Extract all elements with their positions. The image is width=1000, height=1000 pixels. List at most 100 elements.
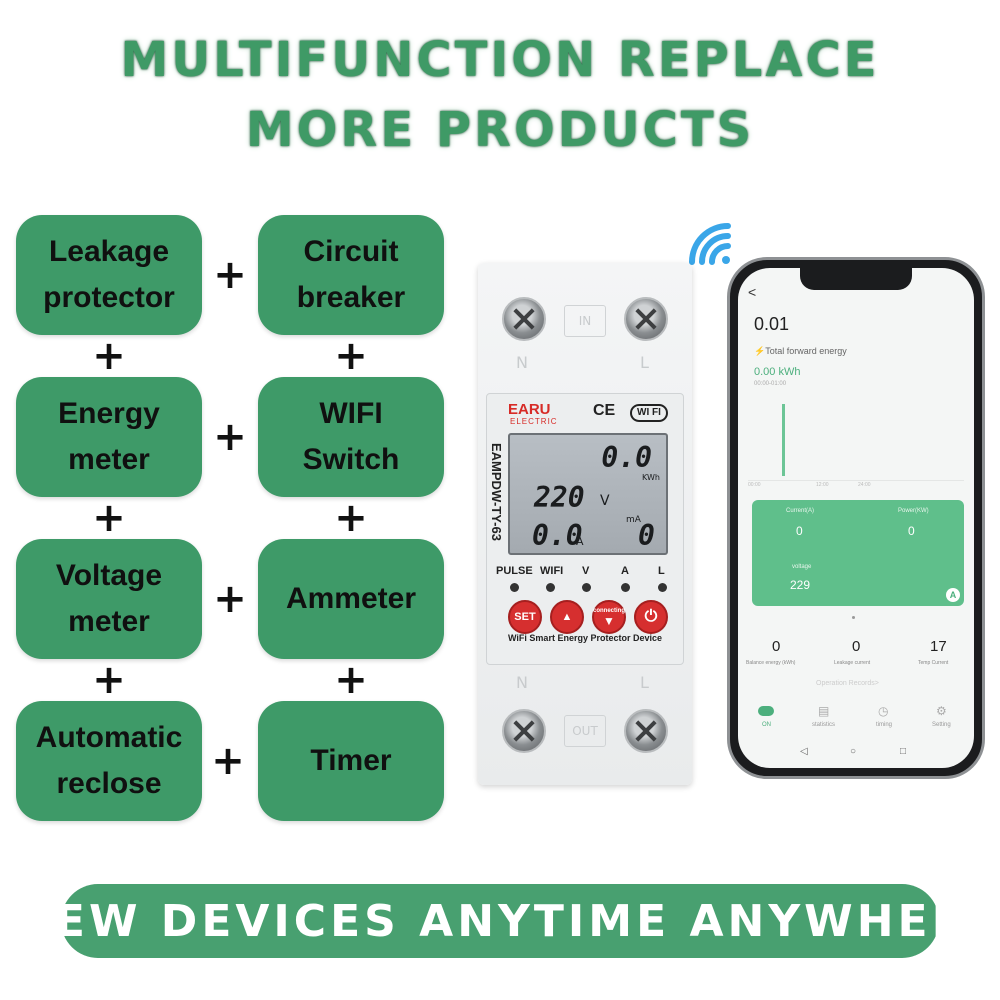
- plus-icon: +: [213, 576, 247, 622]
- power-button[interactable]: ⏻: [634, 600, 668, 634]
- up-button[interactable]: ▲: [550, 600, 584, 634]
- indicator-led: [546, 583, 555, 592]
- plus-icon: +: [213, 414, 247, 460]
- port-in-label: IN: [564, 305, 606, 337]
- indicator-led: [510, 583, 519, 592]
- indicator-led: [658, 583, 667, 592]
- plus-icon: +: [92, 495, 126, 541]
- stat-temp-label: Temp Current: [918, 660, 949, 666]
- feature-label: reclose: [56, 767, 162, 800]
- set-button[interactable]: SET: [508, 600, 542, 634]
- feature-label: meter: [68, 443, 150, 476]
- headline-line-2: MORE PRODUCTS: [245, 102, 755, 158]
- toggle-on-icon[interactable]: [758, 706, 774, 716]
- feature-label: meter: [68, 605, 150, 638]
- clock-icon[interactable]: ◷: [878, 704, 889, 718]
- device-caption: WiFi Smart Energy Protector Device: [508, 633, 662, 643]
- wifi-signal-icon: [689, 223, 731, 265]
- operation-records-link[interactable]: Operation Records>: [816, 680, 879, 687]
- lcd-current-value: 0.0: [532, 519, 583, 552]
- indicator-led: [582, 583, 591, 592]
- lcd-display: 0.0 KWh 220 V 0.0 A mA 0: [508, 433, 668, 555]
- plus-icon: +: [334, 495, 368, 541]
- plus-icon: +: [92, 657, 126, 703]
- connecting-button[interactable]: connecting ▼: [592, 600, 626, 634]
- gear-icon[interactable]: ⚙: [936, 704, 947, 718]
- stat-balance-value: 0: [772, 638, 781, 655]
- chart-axis: [748, 480, 964, 481]
- stat-balance-label: Balance energy (kWh): [746, 660, 796, 666]
- lightning-icon: ⚡: [754, 346, 766, 356]
- feature-label: Circuit: [303, 235, 399, 268]
- voltage-label: voltage: [792, 564, 812, 570]
- indicator-label-a: A: [621, 565, 629, 577]
- axis-tick: 00:00: [748, 482, 761, 488]
- time-range: 00:00-01:00: [754, 381, 787, 387]
- nav-statistics[interactable]: statistics: [812, 722, 836, 728]
- feature-label: Voltage: [55, 559, 163, 592]
- feature-label: Timer: [310, 744, 392, 777]
- phone-notch: [800, 268, 912, 290]
- plus-icon: +: [92, 333, 126, 379]
- feature-label: protector: [43, 281, 175, 314]
- total-energy-label: ⚡Total forward energy: [754, 346, 847, 357]
- axis-tick: 24:00: [858, 482, 871, 488]
- back-button[interactable]: <: [748, 284, 757, 300]
- lcd-leakage-value: 0: [638, 519, 655, 552]
- lcd-voltage-unit: V: [600, 493, 610, 509]
- brand-subtitle: ELECTRIC: [510, 417, 558, 426]
- plus-icon: +: [213, 252, 247, 298]
- android-back-icon[interactable]: ◁: [800, 746, 808, 757]
- lcd-leakage-unit: mA: [626, 515, 641, 525]
- terminal-label: L: [640, 353, 649, 372]
- feature-voltage-meter: Voltage meter: [16, 539, 202, 659]
- brand-logo: EARU: [508, 401, 551, 418]
- lcd-energy-unit: KWh: [642, 473, 660, 482]
- feature-leakage-protector: Leakage protector: [16, 215, 202, 335]
- power-label: Power(KW): [898, 508, 929, 514]
- plus-icon: +: [211, 738, 245, 784]
- bottom-banner: VIEW DEVICES ANYTIME ANYWHERE: [0, 884, 1000, 958]
- feature-ammeter: Ammeter: [258, 539, 444, 659]
- feature-automatic-reclose: Automatic reclose: [16, 701, 202, 821]
- android-recents-icon[interactable]: □: [900, 746, 907, 757]
- headline-line-1: MULTIFUNCTION REPLACE: [120, 32, 880, 88]
- chart-bar: [782, 404, 785, 476]
- feature-timer: Timer: [258, 701, 444, 821]
- plus-icon: +: [334, 657, 368, 703]
- stat-leakage-value: 0: [852, 638, 861, 655]
- lcd-energy-value: 0.0: [601, 441, 652, 474]
- axis-tick: 12:00: [816, 482, 829, 488]
- nav-on[interactable]: ON: [762, 722, 771, 728]
- screw-terminal-icon: [624, 709, 668, 753]
- android-home-icon[interactable]: ○: [850, 746, 857, 757]
- indicator-led: [621, 583, 630, 592]
- lcd-current-unit: A: [576, 535, 584, 548]
- feature-label: Switch: [302, 443, 400, 476]
- plus-icon: +: [334, 333, 368, 379]
- nav-timing[interactable]: timing: [876, 722, 893, 728]
- bottom-banner-text: VIEW DEVICES ANYTIME ANYWHERE: [0, 895, 1000, 947]
- feature-wifi-switch: WIFI Switch: [258, 377, 444, 497]
- pager-dot: [852, 616, 855, 619]
- voltage-value: 229: [790, 578, 811, 592]
- app-badge-icon: A: [946, 588, 960, 602]
- connecting-label: connecting: [593, 608, 626, 614]
- screw-terminal-icon: [502, 709, 546, 753]
- lcd-voltage-value: 220: [534, 481, 585, 514]
- statistics-icon[interactable]: ▤: [818, 704, 830, 718]
- feature-label: Leakage: [48, 235, 170, 268]
- power-value: 0: [908, 524, 915, 538]
- down-arrow-icon: ▼: [603, 614, 615, 628]
- stat-leakage-label: Leakage current: [834, 660, 871, 666]
- energy-protector-device: IN N L EARU ELECTRIC CE WI FI EAMPDW-TY-…: [478, 263, 692, 785]
- stat-temp-value: 17: [930, 638, 947, 655]
- feature-label: WIFI: [319, 397, 383, 430]
- energy-value: 0.01: [754, 314, 790, 334]
- indicator-label-wifi: WIFI: [540, 565, 564, 577]
- indicator-label-v: V: [582, 565, 590, 577]
- total-energy-text: Total forward energy: [765, 346, 847, 356]
- feature-label: Ammeter: [285, 582, 417, 615]
- screw-terminal-icon: [624, 297, 668, 341]
- nav-setting[interactable]: Setting: [932, 722, 951, 728]
